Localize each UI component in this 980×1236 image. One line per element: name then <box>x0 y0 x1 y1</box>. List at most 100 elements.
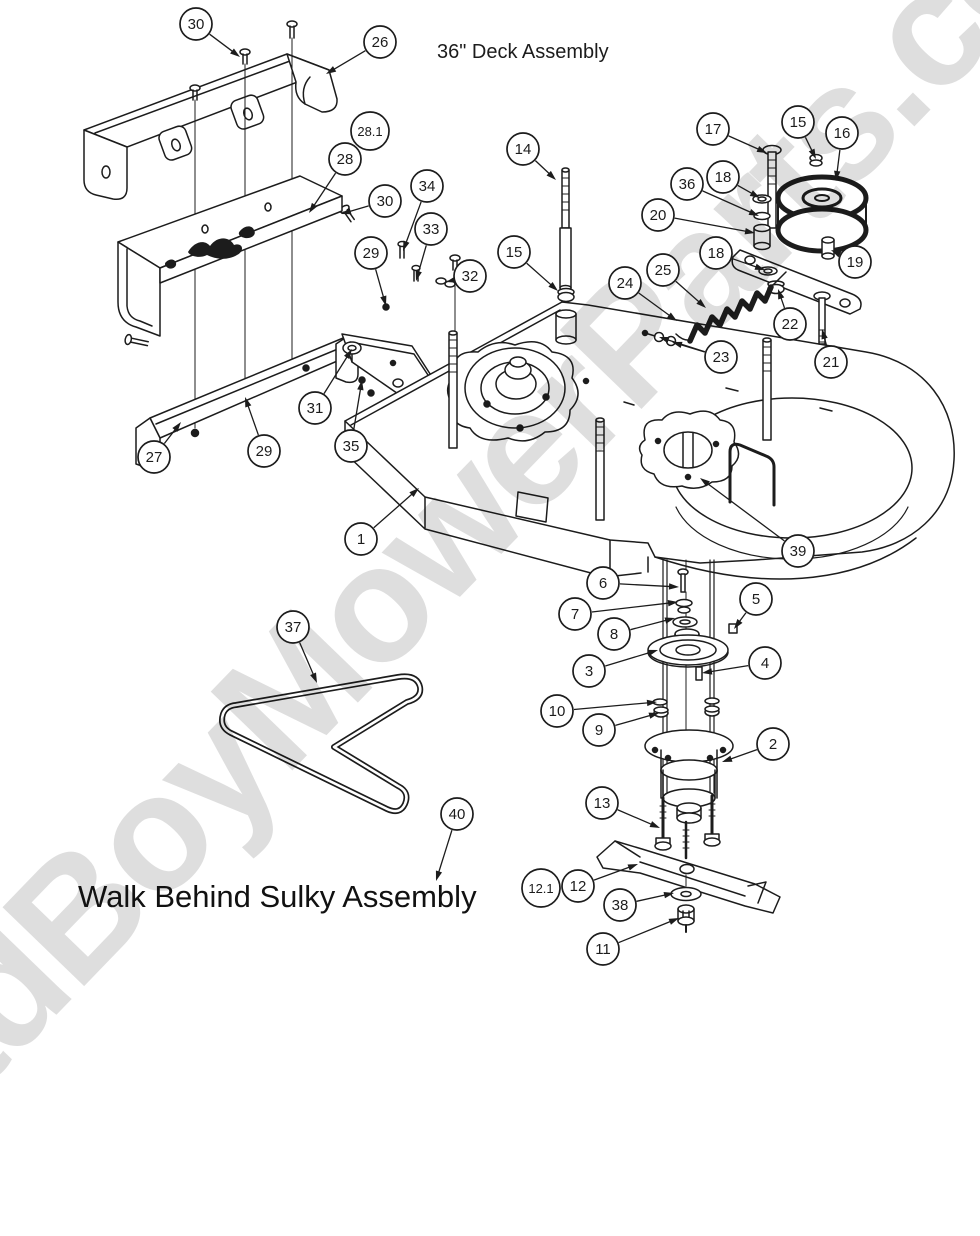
callout-3: 3 <box>573 650 658 687</box>
leader-line <box>354 388 361 429</box>
leader-arrowhead <box>667 313 677 321</box>
callout-21: 21 <box>815 329 847 378</box>
leader-arrowhead <box>809 149 816 159</box>
callout-14: 14 <box>507 133 556 180</box>
leader-line <box>676 281 700 302</box>
callout-number: 18 <box>715 169 732 186</box>
callout-28.1: 28.1 <box>351 112 389 150</box>
leader-arrowhead <box>341 208 351 214</box>
leader-line <box>732 259 757 268</box>
callout-number: 30 <box>377 193 394 210</box>
leader-arrowhead <box>665 617 675 623</box>
callout-33: 33 <box>415 213 447 281</box>
callout-number: 20 <box>650 207 667 224</box>
leader-line <box>594 867 631 880</box>
callout-number: 18 <box>708 245 725 262</box>
leader-line <box>639 293 671 316</box>
callout-number: 29 <box>363 245 380 262</box>
leader-arrowhead <box>647 700 657 706</box>
callout-number: 9 <box>595 722 603 739</box>
callout-13: 13 <box>586 787 660 828</box>
callout-number: 2 <box>769 736 777 753</box>
leader-line <box>164 428 176 443</box>
callout-number: 37 <box>285 619 302 636</box>
leader-line <box>703 191 752 213</box>
callout-22: 22 <box>774 289 806 340</box>
leader-arrowhead <box>326 66 336 74</box>
leader-arrowhead <box>628 864 638 870</box>
leader-arrowhead <box>834 171 840 181</box>
leader-line <box>615 715 651 725</box>
callout-12.1: 12.1 <box>522 869 560 907</box>
leader-arrowhead <box>648 650 658 656</box>
callout-5: 5 <box>734 583 772 629</box>
callout-18: 18 <box>700 237 765 270</box>
leader-line <box>300 643 314 676</box>
callout-number: 38 <box>612 897 629 914</box>
callout-number: 3 <box>585 663 593 680</box>
leader-line <box>333 51 365 70</box>
leader-arrowhead <box>659 337 669 343</box>
callout-number: 6 <box>599 575 607 592</box>
leader-arrowhead <box>669 583 679 589</box>
callout-number: 23 <box>713 349 730 366</box>
leader-arrowhead <box>344 349 352 359</box>
callout-number: 19 <box>847 254 864 271</box>
leader-line <box>729 136 760 150</box>
callout-number: 29 <box>256 443 273 460</box>
callout-number: 24 <box>617 275 634 292</box>
callout-number: 26 <box>372 34 389 51</box>
callout-9: 9 <box>583 713 659 746</box>
callout-number: 33 <box>423 221 440 238</box>
callout-32: 32 <box>446 260 486 292</box>
leader-line <box>418 245 426 273</box>
leader-line <box>535 161 550 175</box>
callout-number: 4 <box>761 655 769 672</box>
callout-19: 19 <box>831 246 871 278</box>
callout-29: 29 <box>355 237 387 306</box>
leader-line <box>837 150 840 173</box>
leader-line <box>374 493 413 527</box>
leader-arrowhead <box>669 918 679 925</box>
leader-arrowhead <box>380 296 386 306</box>
leader-line <box>324 356 348 394</box>
leader-line <box>730 750 757 760</box>
callout-30: 30 <box>180 8 240 57</box>
leader-line <box>349 206 369 212</box>
leader-line <box>618 810 653 825</box>
callout-number: 31 <box>307 400 324 417</box>
leader-line <box>592 603 670 612</box>
callout-number: 30 <box>188 16 205 33</box>
leader-arrowhead <box>664 892 674 898</box>
callout-18: 18 <box>707 161 760 198</box>
diagram-title: 36" Deck Assembly <box>437 41 609 64</box>
callout-number: 28 <box>337 151 354 168</box>
leader-line <box>574 703 649 710</box>
callout-35: 35 <box>335 380 367 462</box>
callout-31: 31 <box>299 349 352 424</box>
leader-line <box>313 173 335 206</box>
callout-number: 35 <box>343 438 360 455</box>
leader-line <box>620 584 671 587</box>
callout-40: 40 <box>436 798 473 881</box>
callout-number: 7 <box>571 606 579 623</box>
callout-number: 25 <box>655 262 672 279</box>
leader-line <box>667 339 705 351</box>
leader-line <box>738 185 753 194</box>
leader-arrowhead <box>722 756 732 762</box>
callout-26: 26 <box>326 26 396 74</box>
callout-11: 11 <box>587 918 679 965</box>
leader-arrowhead <box>230 48 240 57</box>
leader-arrowhead <box>649 713 659 719</box>
leader-arrowhead <box>309 203 317 213</box>
leader-arrowhead <box>245 397 251 407</box>
leader-arrowhead <box>749 209 759 216</box>
callout-number: 13 <box>594 795 611 812</box>
leader-line <box>619 921 672 943</box>
leader-line <box>376 269 384 298</box>
leader-line <box>248 405 259 435</box>
callout-number: 22 <box>782 316 799 333</box>
callout-number: 12 <box>570 878 587 895</box>
leader-arrowhead <box>403 241 409 251</box>
